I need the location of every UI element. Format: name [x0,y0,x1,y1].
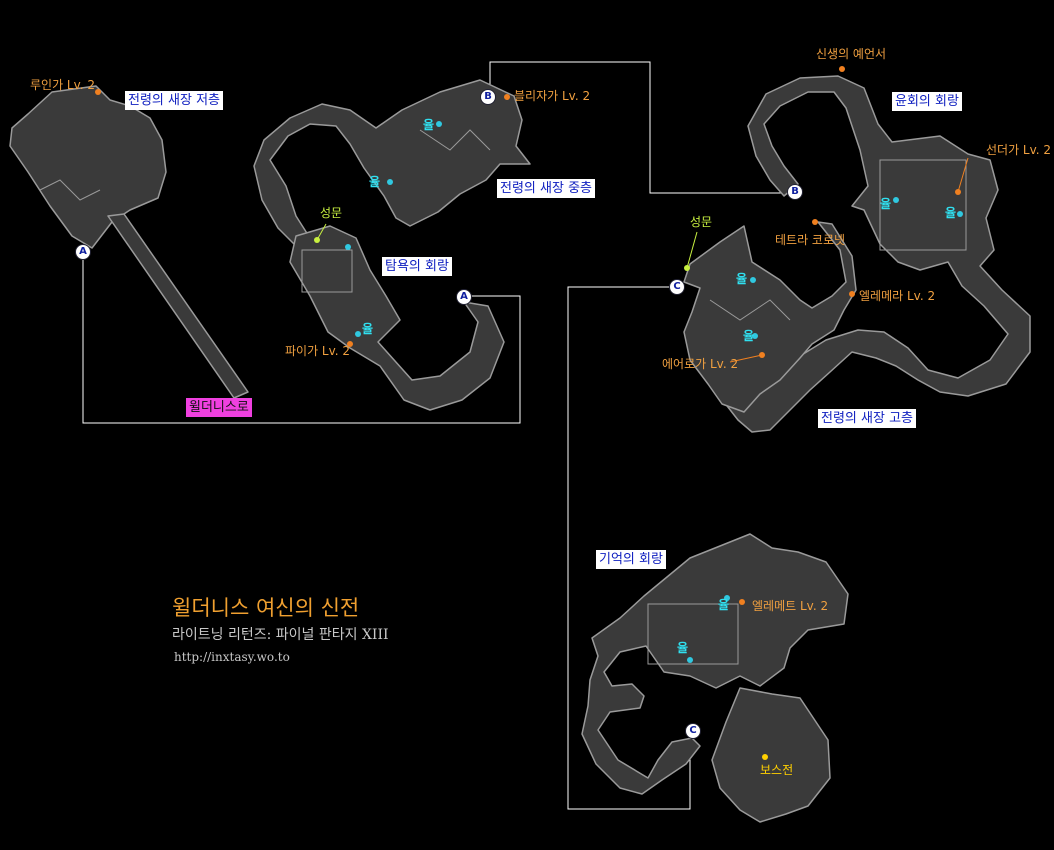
npc-label-elemente: 엘레메트 Lv. 2 [752,599,829,613]
floor-wilderness-road [107,213,249,399]
floor-shapes [9,75,1031,823]
leader-gate-1 [316,223,327,241]
vessel-markers [345,121,963,663]
greed-room-frame [301,249,353,293]
marker-v1 [436,121,442,127]
connector-lines [82,61,795,810]
area-label-samsara: 윤회의 회랑 [892,92,962,111]
marker-v6 [957,211,963,217]
floor-boss-room [711,687,831,823]
map-title: 윌더니스 여신의 신전 [172,596,360,620]
marker-v2 [387,179,393,185]
marker-v8 [752,333,758,339]
marker-v10 [687,657,693,663]
area-label-middle: 전령의 새장 중층 [497,179,595,198]
upper-detail [709,299,791,321]
floor-lower-cage [9,85,167,249]
leader-thunder [957,157,969,193]
floor-upper-cage [683,221,857,413]
gate-label-1: 성문 [320,206,343,220]
leader-gate-2 [686,231,698,269]
site-url[interactable]: http://inxtasy.wo.to [174,650,290,664]
vessel-label-1: 율 [423,118,435,132]
area-label-memory: 기억의 회랑 [596,550,666,569]
vessel-label-7: 율 [743,329,755,343]
marker-v5 [893,197,899,203]
area-label-lower: 전령의 새장 저층 [125,91,223,110]
npc-leader-lines [729,157,969,363]
marker-bliza [504,94,510,100]
npc-label-elemera: 엘레메라 Lv. 2 [859,289,936,303]
npc-label-ruin: 루인가 Lv. 2 [30,78,96,92]
npc-label-aero: 에어로가 Lv. 2 [662,357,739,371]
vessel-label-2: 율 [369,175,381,189]
memory-room-frame [647,603,739,665]
vessel-label-9: 율 [677,641,689,655]
marker-v9 [724,595,730,601]
marker-v7 [750,277,756,283]
vessel-label-5: 율 [945,206,957,220]
map-subtitle: 라이트닝 리턴즈: 파이널 판타지 XIII [172,627,389,643]
vessel-label-8: 율 [718,598,730,612]
gate-b-samsara[interactable]: B [787,184,803,200]
floor-greed-corridor [289,225,505,411]
area-label-upper: 전령의 새장 고층 [818,409,916,428]
gate-a-lower[interactable]: A [75,244,91,260]
area-label-greed: 탐욕의 회랑 [382,257,452,276]
connector-c [567,286,691,810]
marker-v4 [355,331,361,337]
vessel-label-3: 율 [362,322,374,336]
marker-newborn [839,66,845,72]
area-label-road: 윌더니스로 [186,398,252,417]
middle-detail [419,129,491,151]
marker-tetra [812,219,818,225]
marker-elemera [849,291,855,297]
connector-a [82,258,521,424]
marker-elemente [739,599,745,605]
floor-samsara-corridor [723,75,1031,433]
npc-label-bliza: 블리자가 Lv. 2 [514,89,591,103]
marker-ruin [95,89,101,95]
floor-middle-cage [253,79,531,247]
marker-boss [762,754,768,760]
boss-label: 보스전 [760,763,794,777]
gate-c-upper[interactable]: C [669,279,685,295]
npc-label-thunder: 선더가 Lv. 2 [986,143,1052,157]
vessel-label-6: 율 [736,272,748,286]
vessel-label-4: 율 [880,197,892,211]
gate-c-memory[interactable]: C [685,723,701,739]
marker-pyra [347,341,353,347]
leader-aero [729,354,763,363]
samsara-room-frame [879,159,967,251]
npc-label-tetra: 테트라 코로넷 [775,233,846,247]
gate-a-greed[interactable]: A [456,289,472,305]
room-details [39,129,967,665]
npc-label-newborn: 신생의 예언서 [816,47,887,61]
npc-markers [95,66,961,605]
gate-label-2: 성문 [690,215,713,229]
lower-detail [39,179,101,201]
connector-b [489,61,795,194]
gate-b-middle[interactable]: B [480,89,496,105]
gate-markers [314,237,690,271]
leader-lines [316,223,698,269]
npc-label-pyra: 파이가 Lv. 2 [285,344,351,358]
marker-v3 [345,244,351,250]
